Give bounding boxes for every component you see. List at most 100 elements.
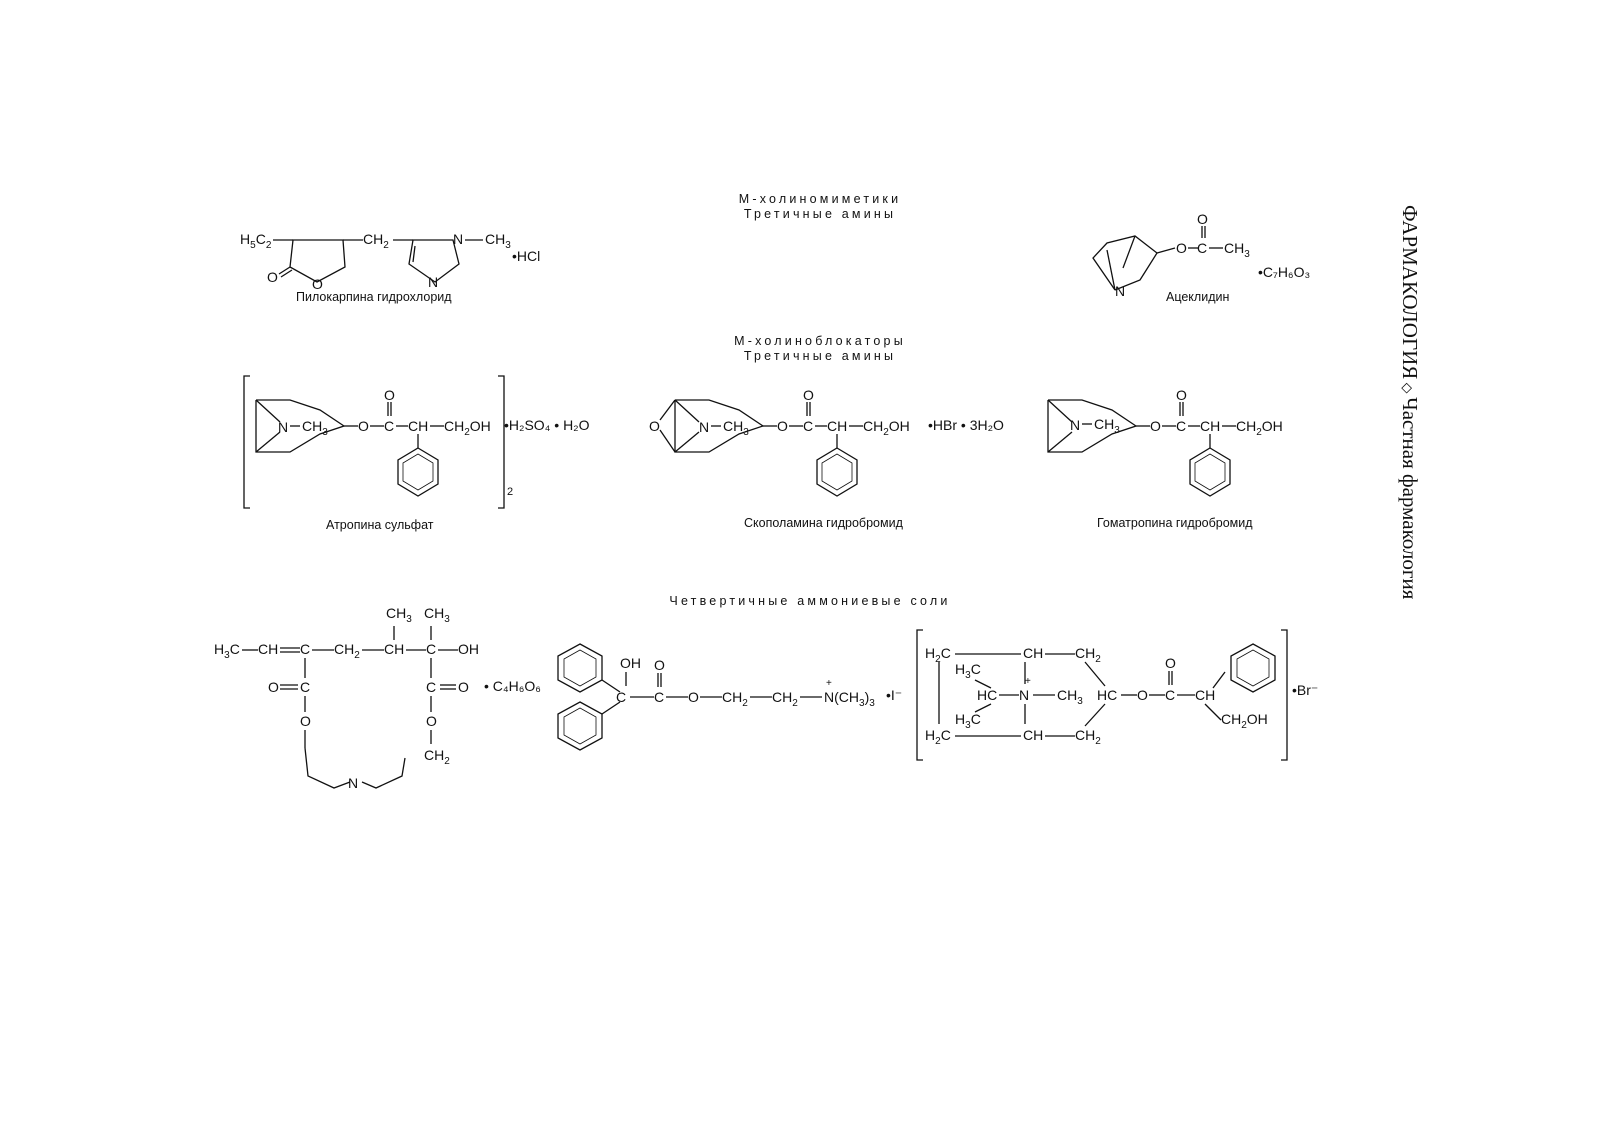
- svg-text:O: O: [654, 657, 665, 673]
- svg-text:CH: CH: [827, 418, 847, 434]
- svg-text:C: C: [300, 679, 310, 695]
- svg-text:CH3: CH3: [485, 231, 511, 251]
- running-header-section: Частная фармакология: [1398, 397, 1422, 600]
- svg-text:C: C: [654, 689, 664, 705]
- header-blockers-title: М-холиноблокаторы: [734, 334, 906, 348]
- svg-text:O: O: [1150, 418, 1161, 434]
- header-blockers: М-холиноблокаторы Третичные амины: [690, 334, 950, 364]
- svg-text:CH: CH: [408, 418, 428, 434]
- atropine-structure: N CH3 O C O CH CH2OH: [243, 375, 505, 509]
- svg-text:CH2OH: CH2OH: [444, 418, 491, 438]
- svg-text:CH: CH: [1023, 727, 1043, 743]
- svg-text:O: O: [777, 418, 788, 434]
- header-blockers-subtitle: Третичные амины: [743, 349, 897, 363]
- svg-text:O: O: [300, 713, 311, 729]
- platyphylline-salt: • C₄H₆O₆: [484, 678, 541, 694]
- homatropine-structure: N CH3 O C O CH CH2OH: [1047, 387, 1283, 497]
- svg-text:H3C: H3C: [955, 711, 981, 731]
- svg-text:CH: CH: [1195, 687, 1215, 703]
- svg-text:CH3: CH3: [302, 418, 328, 438]
- svg-text:O: O: [1197, 211, 1208, 227]
- platyphylline-structure: H3C CH C CH2 CH CH3 C CH3 OH C O O C O O…: [214, 605, 479, 791]
- svg-text:C: C: [1176, 418, 1186, 434]
- metocinium-salt: •I⁻: [886, 687, 903, 703]
- aceclidine-structure: N O C O CH3: [1092, 211, 1250, 299]
- atropine-salt: •H₂SO₄ • H₂O: [504, 417, 590, 433]
- header-quaternary: Четвертичные аммониевые соли: [669, 594, 951, 608]
- svg-text:H2C: H2C: [925, 645, 951, 665]
- svg-text:C: C: [300, 641, 310, 657]
- running-header: ФАРМАКОЛОГИЯ ◇ Частная фармакология: [1398, 205, 1440, 655]
- svg-text:CH2: CH2: [363, 231, 389, 251]
- header-agonists-subtitle: Третичные амины: [743, 207, 897, 221]
- svg-text:O: O: [688, 689, 699, 705]
- separator-mark: ◇: [1399, 379, 1414, 398]
- svg-text:CH: CH: [258, 641, 278, 657]
- quaternary-structure: H2C CH CH2 H3C HC N + CH3 H3C H2C CH CH2…: [916, 629, 1288, 761]
- svg-text:CH2: CH2: [1075, 645, 1101, 665]
- svg-text:CH3: CH3: [386, 605, 412, 625]
- svg-text:H2C: H2C: [925, 727, 951, 747]
- svg-text:CH3: CH3: [1057, 687, 1083, 707]
- svg-text:O: O: [358, 418, 369, 434]
- pilocarpine-name: Пилокарпина гидрохлорид: [296, 290, 452, 304]
- svg-text:N: N: [278, 419, 288, 435]
- svg-text:CH: CH: [1200, 418, 1220, 434]
- svg-text:N: N: [428, 274, 438, 290]
- svg-text:CH: CH: [1023, 645, 1043, 661]
- svg-text:N: N: [699, 419, 709, 435]
- svg-text:CH3: CH3: [1094, 416, 1120, 436]
- scopolamine-salt: •HBr • 3H₂O: [928, 417, 1004, 433]
- aceclidine-salt: •C₇H₆O₃: [1258, 264, 1311, 280]
- svg-text:CH2: CH2: [772, 689, 798, 709]
- svg-text:C: C: [803, 418, 813, 434]
- svg-text:CH2: CH2: [722, 689, 748, 709]
- svg-text:O: O: [268, 679, 279, 695]
- svg-text:O: O: [1176, 240, 1187, 256]
- svg-text:CH2: CH2: [334, 641, 360, 661]
- svg-text:O: O: [1137, 687, 1148, 703]
- svg-text:HC: HC: [1097, 687, 1117, 703]
- svg-text:CH2OH: CH2OH: [1236, 418, 1283, 438]
- homatropine-name: Гоматропина гидробромид: [1097, 516, 1253, 530]
- svg-text:H5C2: H5C2: [240, 231, 272, 251]
- svg-text:+: +: [826, 678, 832, 689]
- metocinium-structure: C OH C O O CH2 CH2 N(CH3)3 +: [557, 643, 875, 751]
- svg-text:C: C: [426, 641, 436, 657]
- svg-text:O: O: [426, 713, 437, 729]
- svg-text:OH: OH: [458, 641, 479, 657]
- svg-text:C: C: [426, 679, 436, 695]
- svg-text:CH2OH: CH2OH: [863, 418, 910, 438]
- atropine-multiplier: 2: [507, 486, 514, 498]
- svg-text:CH3: CH3: [1224, 240, 1250, 260]
- svg-text:C: C: [1197, 240, 1207, 256]
- svg-text:CH: CH: [384, 641, 404, 657]
- aceclidine-name: Ацеклидин: [1166, 290, 1230, 304]
- header-agonists-title: М-холиномиметики: [738, 192, 902, 206]
- svg-text:O: O: [458, 679, 469, 695]
- svg-text:CH2: CH2: [1075, 727, 1101, 747]
- svg-text:O: O: [803, 387, 814, 403]
- svg-text:O: O: [1176, 387, 1187, 403]
- svg-text:O: O: [649, 418, 660, 434]
- svg-text:H3C: H3C: [955, 661, 981, 681]
- svg-text:N: N: [348, 775, 358, 791]
- svg-text:C: C: [384, 418, 394, 434]
- svg-text:N: N: [1115, 283, 1125, 299]
- svg-text:O: O: [384, 387, 395, 403]
- svg-text:CH2OH: CH2OH: [1221, 711, 1268, 731]
- svg-text:O: O: [1165, 655, 1176, 671]
- scopolamine-structure: O N CH3 O C O CH CH2OH: [649, 387, 910, 497]
- svg-text:CH2: CH2: [424, 747, 450, 767]
- header-agonists: М-холиномиметики Третичные амины: [690, 192, 950, 222]
- svg-text:C: C: [1165, 687, 1175, 703]
- quaternary-salt: •Br⁻: [1292, 682, 1319, 698]
- scopolamine-name: Скополамина гидробромид: [744, 516, 903, 530]
- svg-text:HC: HC: [977, 687, 997, 703]
- svg-text:C: C: [616, 689, 626, 705]
- svg-text:O: O: [267, 269, 278, 285]
- pilocarpine-structure: H5C2 O O CH2 N CH3 N: [240, 231, 511, 292]
- svg-text:N(CH3)3: N(CH3)3: [824, 689, 875, 709]
- atropine-name: Атропина сульфат: [326, 518, 434, 532]
- svg-text:N: N: [1070, 417, 1080, 433]
